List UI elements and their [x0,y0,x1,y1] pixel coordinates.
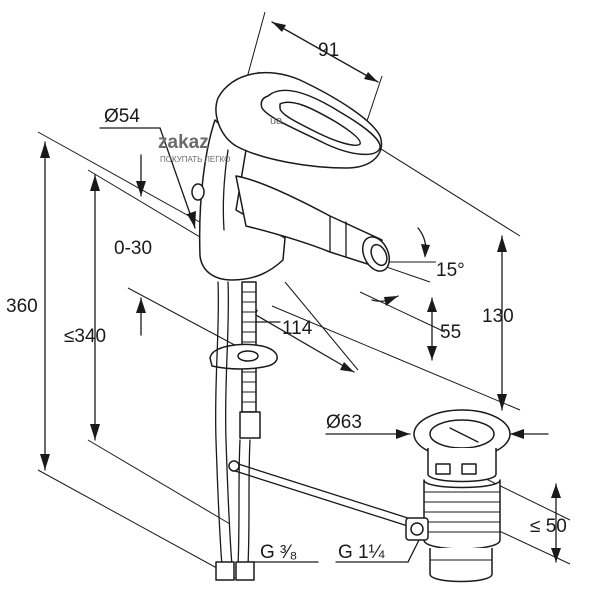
watermark-brand: zakaz [158,132,209,153]
thread-waste-label: G 1¼ [338,542,386,563]
dim-63: Ø63 [326,412,362,433]
mounting-hardware [209,281,415,581]
dim-55: 55 [440,322,461,343]
faucet-body [191,71,391,281]
dim-0-30: 0-30 [114,238,152,259]
dimension-lines [40,21,561,563]
thread-supply-label: G ³⁄₈ [260,542,297,563]
watermark-domain: ua [270,115,283,127]
dim-15-degrees: 15° [436,260,465,281]
dim-360: 360 [6,296,38,317]
dim-130: 130 [482,306,514,327]
dim-54: Ø54 [104,106,140,127]
dim-114: 114 [282,318,313,339]
dim-50: ≤ 50 [530,516,567,537]
dimension-labels: 91 Ø54 0-30 360 ≤340 114 15° 55 130 Ø63 … [6,40,567,563]
popup-waste [405,409,511,583]
watermark-tagline: ПОКУПАТЬ ЛЕГКО [160,155,230,164]
dim-91: 91 [318,40,339,61]
dim-340: ≤340 [64,326,106,347]
watermark: zakaz ua ПОКУПАТЬ ЛЕГКО [158,115,283,164]
